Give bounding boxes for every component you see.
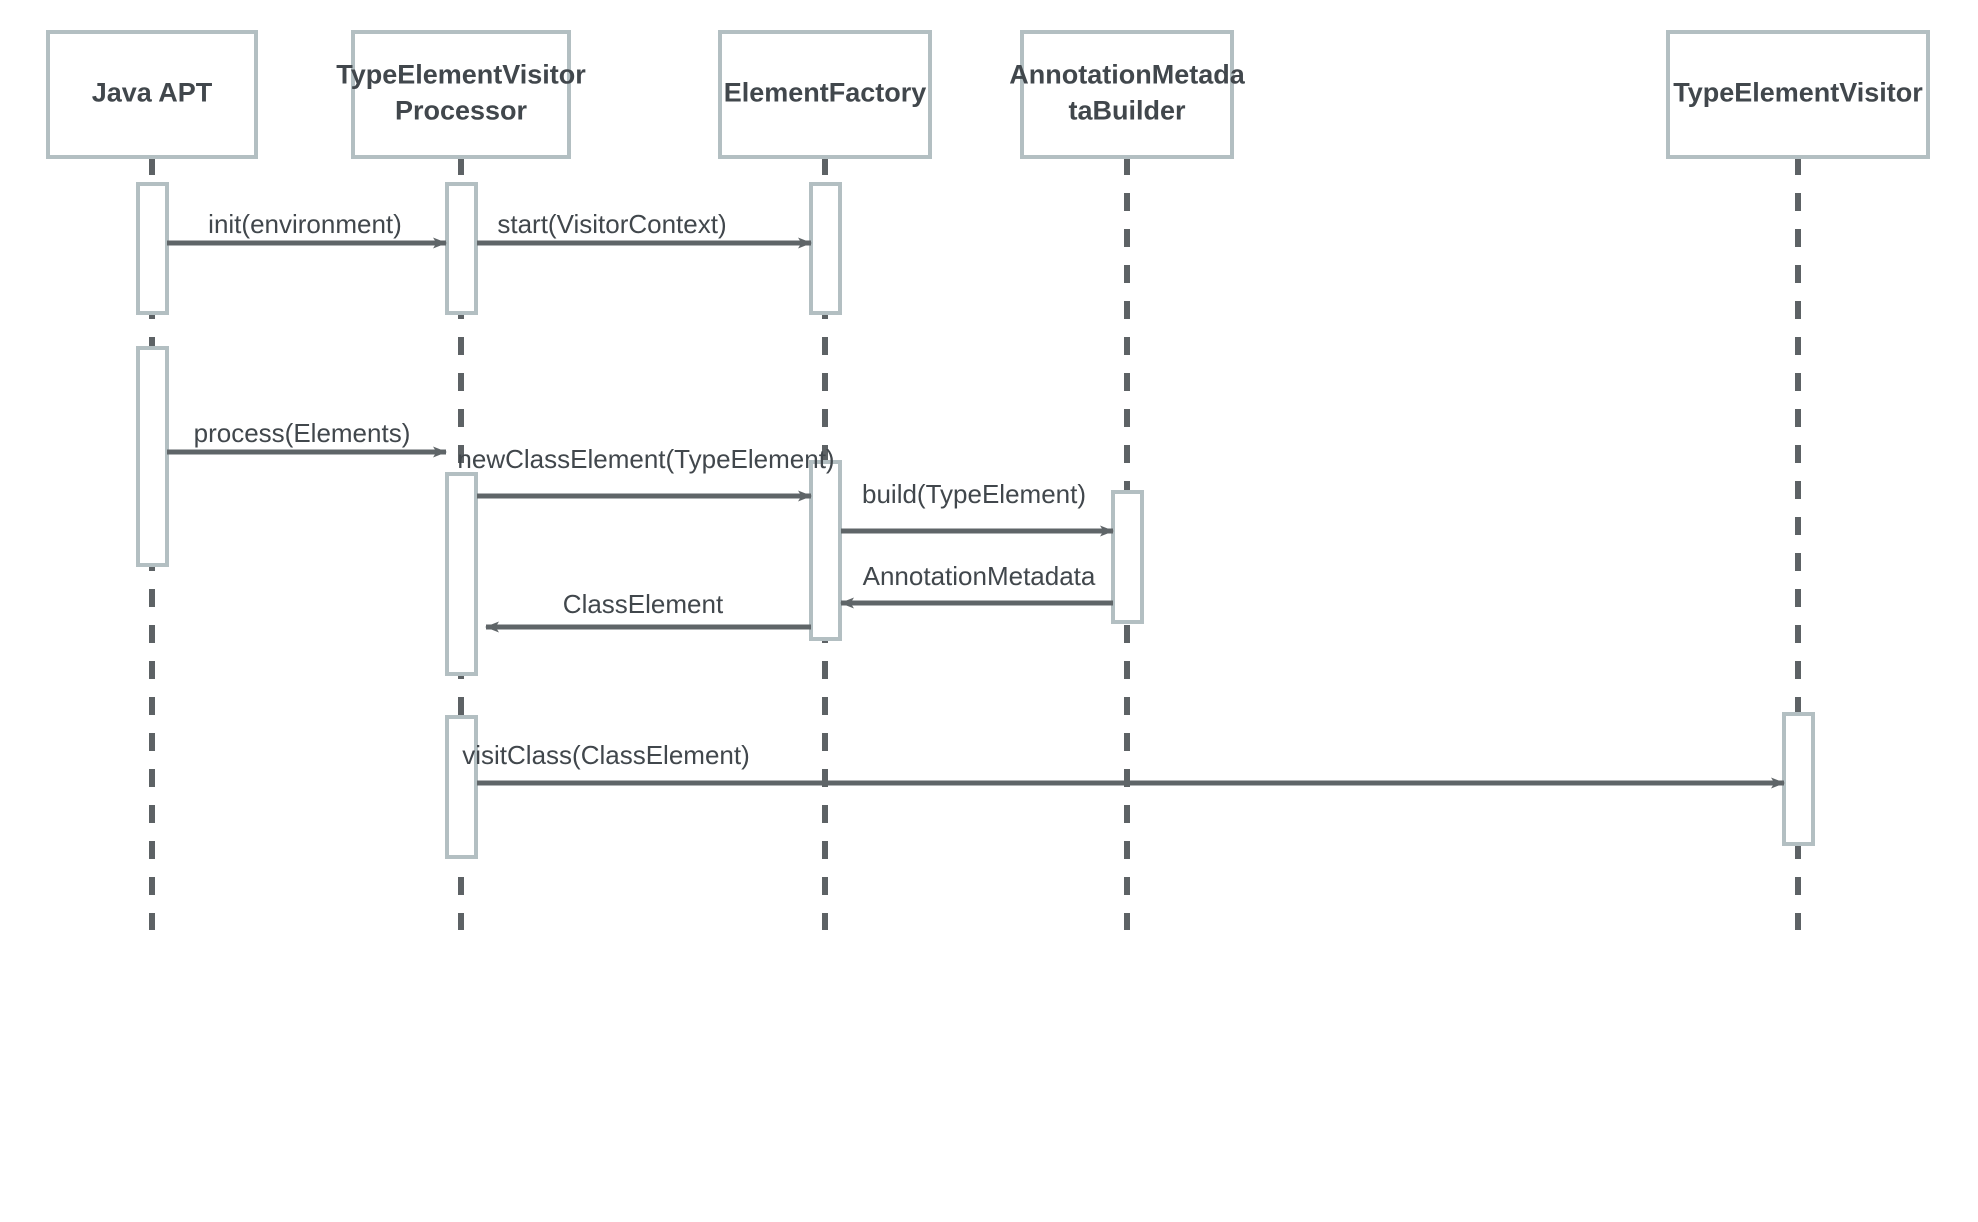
- participant-label-annotation-metadata-builder: AnnotationMetada: [1009, 60, 1245, 90]
- participant-box-type-element-visitor: [1666, 30, 1930, 159]
- activation-bar-java-apt: [136, 346, 169, 567]
- message-m6[interactable]: AnnotationMetadata: [840, 561, 1113, 609]
- message-m7[interactable]: ClassElement: [485, 589, 811, 633]
- participant-label-java-apt: Java APT: [92, 78, 213, 108]
- message-label-m4: newClassElement(TypeElement): [457, 444, 834, 474]
- activation-bar-type-element-visitor-processor: [445, 182, 478, 315]
- participant-annotation-metadata-builder[interactable]: AnnotationMetada taBuilder: [1009, 30, 1246, 159]
- participant-box-java-apt: [46, 30, 258, 159]
- participant-label-type-element-visitor-processor: Processor: [395, 96, 528, 126]
- participant-java-apt[interactable]: Java APT: [46, 30, 258, 159]
- activation-bars-layer: [136, 182, 1815, 859]
- participant-element-factory[interactable]: ElementFactory: [718, 30, 932, 159]
- lifelines-layer: [149, 157, 1801, 930]
- participant-box-annotation-metadata-builder: [1020, 30, 1234, 159]
- message-label-m2: start(VisitorContext): [497, 209, 726, 239]
- activation-bar-type-element-visitor-processor: [445, 715, 478, 859]
- message-label-m8: visitClass(ClassElement): [462, 740, 750, 770]
- activation-bar-element-factory: [809, 460, 842, 641]
- messages-layer: init(environment) start(VisitorContext) pr…: [167, 209, 1785, 789]
- message-label-m7: ClassElement: [563, 589, 724, 619]
- message-label-m3: process(Elements): [194, 418, 411, 448]
- message-label-m5: build(TypeElement): [862, 479, 1086, 509]
- message-m2[interactable]: start(VisitorContext): [477, 209, 812, 249]
- activation-bar-element-factory: [809, 182, 842, 315]
- message-m8[interactable]: visitClass(ClassElement): [462, 740, 1785, 789]
- message-m4[interactable]: newClassElement(TypeElement): [457, 444, 835, 502]
- message-m5[interactable]: build(TypeElement): [841, 479, 1114, 537]
- activation-bar-type-element-visitor-processor: [445, 472, 478, 676]
- participant-box-type-element-visitor-processor: [351, 30, 571, 159]
- participant-type-element-visitor[interactable]: TypeElementVisitor: [1666, 30, 1930, 159]
- message-label-m6: AnnotationMetadata: [863, 561, 1096, 591]
- message-label-m1: init(environment): [208, 209, 402, 239]
- participant-label-annotation-metadata-builder: taBuilder: [1068, 96, 1186, 126]
- activation-bar-annotation-metadata-builder: [1111, 490, 1144, 624]
- participant-label-type-element-visitor: TypeElementVisitor: [1673, 78, 1923, 108]
- activation-bar-type-element-visitor: [1782, 712, 1815, 846]
- message-m3[interactable]: process(Elements): [167, 418, 447, 458]
- participant-label-type-element-visitor-processor: TypeElementVisitor: [336, 60, 586, 90]
- message-m1[interactable]: init(environment): [167, 209, 447, 249]
- participant-label-element-factory: ElementFactory: [724, 78, 927, 108]
- activation-bar-java-apt: [136, 182, 169, 315]
- participant-box-element-factory: [718, 30, 932, 159]
